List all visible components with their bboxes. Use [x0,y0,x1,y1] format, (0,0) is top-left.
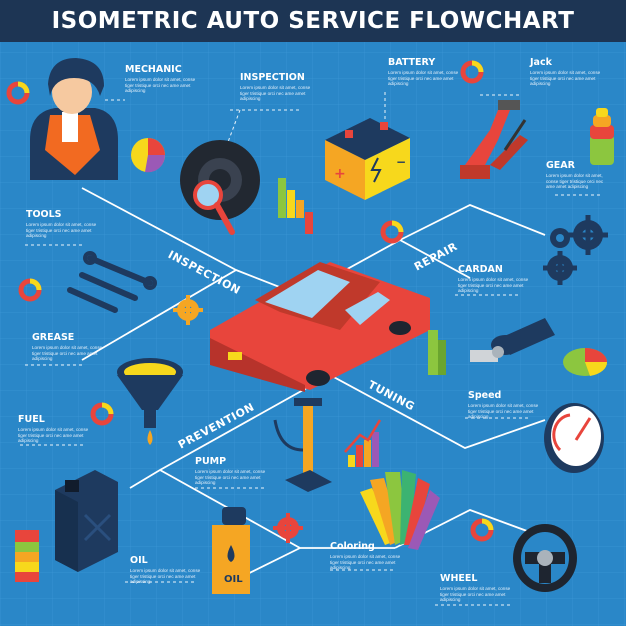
node-label-fuel: FUEL [18,414,45,425]
node-label-pump: PUMP [195,456,227,467]
color-swatches-icon [360,470,440,550]
stacked-blocks-icon [15,530,39,582]
pump-icon [273,398,332,492]
car-icon [210,262,430,392]
node-label-jack: Jack [530,57,552,68]
node-label-wheel: WHEEL [440,573,478,584]
header-bar: ISOMETRIC AUTO SERVICE FLOWCHART [0,0,626,42]
node-label-gear: GEAR [546,160,575,171]
node-label-tools: TOOLS [26,209,62,220]
ring-icon-6 [470,518,494,542]
node-label-grease: GREASE [32,332,75,343]
svg-text:−: − [396,155,406,169]
jack-icon [460,100,528,179]
dashed-lines [20,92,600,606]
oil-bottle-label: OIL [224,574,243,585]
gears-icon [543,215,608,285]
node-text-coloring: Lorem ipsum dolor sit amet, conse tiger … [330,554,401,571]
node-label-oil: OIL [130,555,148,566]
ring-icon-4 [18,278,42,302]
speedometer-icon [544,403,604,473]
node-text-wheel: Lorem ipsum dolor sit amet, conse tiger … [440,586,511,603]
node-text-grease: Lorem ipsum dolor sit amet, conse tiger … [32,345,103,362]
node-label-coloring: Coloring [330,541,375,552]
ring-icon-3 [380,220,404,244]
node-text-battery: Lorem ipsum dolor sit amet, conse tiger … [388,70,459,87]
green-bar-icon [428,330,446,375]
node-text-gear: Lorem ipsum dolor sit amet, conse tiger … [546,173,604,190]
magnifier-icon [193,180,235,235]
node-label-cardan: CARDAN [458,264,503,275]
node-label-mechanic: MECHANIC [125,64,182,75]
battery-icon: + − [325,118,410,200]
funnel-icon [117,358,183,445]
page-title: ISOMETRIC AUTO SERVICE FLOWCHART [51,8,575,34]
ring-icon-1 [6,81,30,105]
oil-bottle-icon [212,507,250,594]
node-label-battery: BATTERY [388,57,436,68]
stacked-discs-icon [590,108,614,165]
steering-wheel-icon [513,524,577,592]
node-text-inspection: Lorem ipsum dolor sit amet, conse tiger … [240,85,311,102]
cardan-icon [470,318,555,362]
node-text-mechanic: Lorem ipsum dolor sit amet, conse tiger … [125,77,196,94]
small-gear-icon [173,295,203,325]
ring-icon-2 [460,60,484,84]
wrenches-icon [67,251,157,313]
node-text-speed: Lorem ipsum dolor sit amet, conse tiger … [468,403,539,420]
node-text-pump: Lorem ipsum dolor sit amet, conse tiger … [195,469,266,486]
bar-chart-icon [278,178,313,234]
small-gear-icon-pink [273,513,303,543]
node-text-fuel: Lorem ipsum dolor sit amet, conse tiger … [18,427,89,444]
pie-chart-icon-right [563,348,608,376]
growth-chart-icon [344,419,382,467]
node-label-speed: Speed [468,390,502,401]
jerry-can-icon [55,470,118,572]
pie-chart-icon [131,138,166,173]
node-text-cardan: Lorem ipsum dolor sit amet, conse tiger … [458,277,529,294]
mechanic-icon [30,58,118,180]
node-text-oil: Lorem ipsum dolor sit amet, conse tiger … [130,568,201,585]
node-text-jack: Lorem ipsum dolor sit amet, conse tiger … [530,70,601,87]
node-text-tools: Lorem ipsum dolor sit amet, conse tiger … [26,222,97,239]
ring-icon-5 [90,402,114,426]
svg-text:+: + [334,166,346,182]
node-label-inspection: INSPECTION [240,72,305,83]
